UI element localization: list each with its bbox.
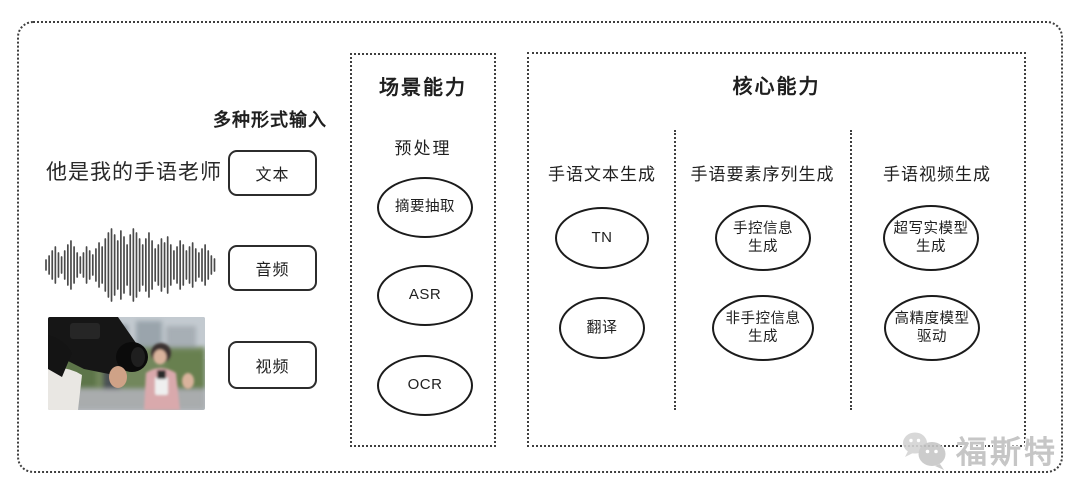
input-box-video: 视频 [228, 341, 317, 389]
scene-box-title: 场景能力 [379, 77, 467, 99]
audio-waveform-icon [45, 228, 216, 302]
input-box-text: 文本 [228, 150, 317, 196]
reporter-photo-graphic [48, 317, 205, 410]
node-tn: TN [555, 207, 649, 269]
input-box-audio-label: 音频 [255, 262, 290, 279]
input-section-header: 多种形式输入 [213, 110, 327, 130]
input-box-text-label: 文本 [255, 167, 290, 184]
watermark-text: 福斯特 [956, 435, 1058, 470]
node-summary-extraction: 摘要抽取 [377, 177, 473, 238]
watermark: 福斯特 [900, 427, 1058, 472]
node-ocr: OCR [377, 355, 473, 416]
preprocess-label: 预处理 [394, 139, 452, 158]
scene-capability-box: 场景能力 预处理 摘要抽取 ASR OCR [350, 53, 496, 447]
input-box-audio: 音频 [228, 245, 317, 291]
node-hyperrealistic-model-generation: 超写实模型 生成 [883, 205, 979, 271]
node-translation: 翻译 [559, 297, 645, 359]
input-box-video-label: 视频 [255, 359, 290, 376]
node-high-precision-model-driving: 高精度模型 驱动 [884, 295, 980, 361]
node-non-manual-info-generation: 非手控信息 生成 [712, 295, 814, 361]
column-divider-2 [850, 130, 852, 410]
node-asr: ASR [377, 265, 473, 326]
column-header-text-generation: 手语文本生成 [548, 165, 656, 184]
outer-dotted-border [17, 21, 1063, 473]
reporter-video-thumbnail [48, 317, 205, 410]
column-header-element-sequence-generation: 手语要素序列生成 [690, 165, 835, 184]
sample-sentence: 他是我的手语老师 [46, 161, 222, 184]
core-capability-box: 核心能力 手语文本生成 手语要素序列生成 手语视频生成 TN 翻译 手控信息 生… [527, 52, 1026, 447]
core-box-title: 核心能力 [732, 76, 821, 98]
column-header-video-generation: 手语视频生成 [883, 165, 991, 184]
column-divider-1 [674, 130, 676, 410]
wechat-icon [903, 432, 946, 470]
node-manual-info-generation: 手控信息 生成 [715, 205, 811, 271]
